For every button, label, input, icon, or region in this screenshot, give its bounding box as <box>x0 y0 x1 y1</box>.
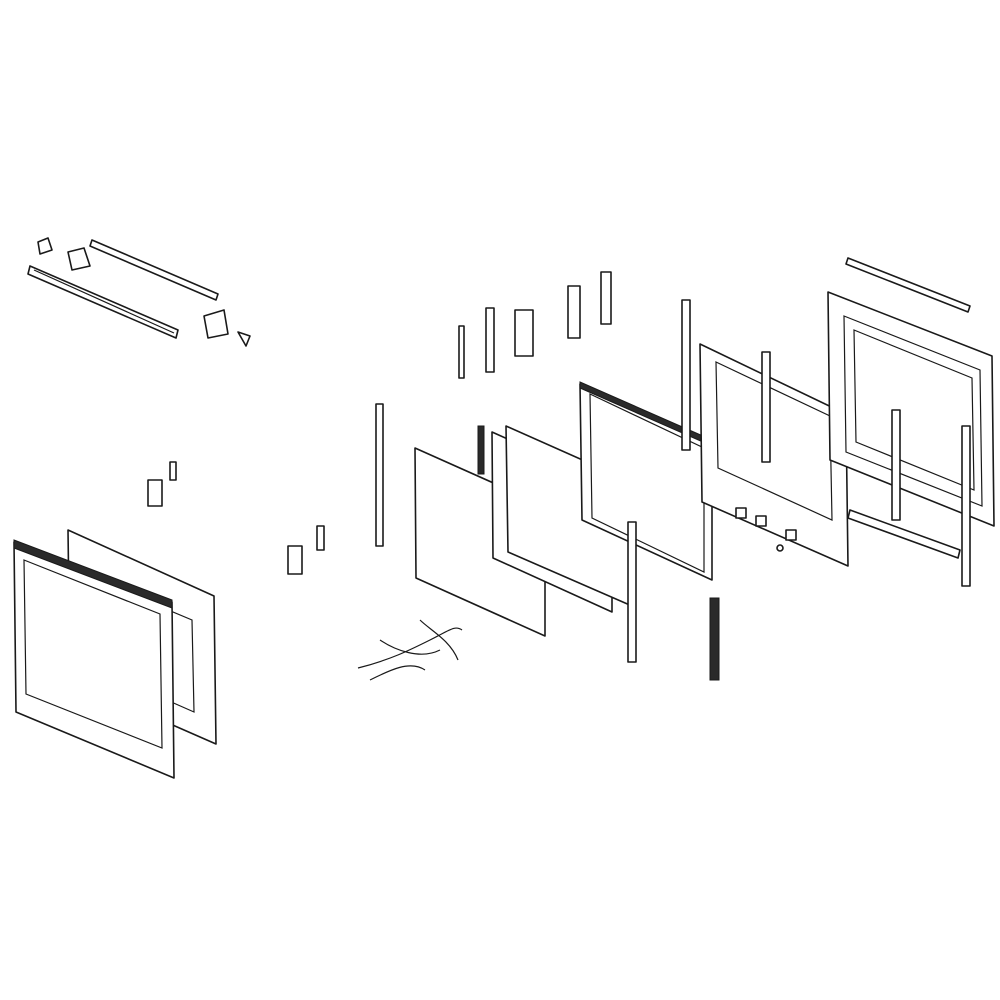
wire-harness <box>358 620 462 680</box>
bottom-latch-block-3 <box>786 530 796 540</box>
trim-strip-long-detail <box>34 270 174 333</box>
door-hinge <box>710 598 719 680</box>
small-bar-1 <box>459 326 464 378</box>
trim-rod <box>90 240 218 300</box>
top-vent-strip <box>846 258 970 312</box>
door-liner-window <box>854 330 974 490</box>
inner-door-group <box>682 300 848 566</box>
rear-liner-group <box>828 258 994 586</box>
liner-rail <box>892 410 900 520</box>
wire-harness-branch-2 <box>420 620 458 660</box>
end-cap-right <box>238 332 250 346</box>
vent-bracket <box>486 308 494 372</box>
middle-group <box>358 272 719 680</box>
clip-a <box>148 480 162 506</box>
vertical-rail-2 <box>762 352 770 462</box>
frame-top-rail <box>14 540 172 608</box>
side-channel-right <box>628 522 636 662</box>
clip-c <box>288 546 302 574</box>
door-liner <box>828 292 994 526</box>
vertical-rail-1 <box>682 300 690 450</box>
door-liner-inner <box>844 316 982 506</box>
channel-2 <box>601 272 611 324</box>
bottom-latch-block-2 <box>756 516 766 526</box>
side-channel-left <box>376 404 383 546</box>
outer-door-frame-inner <box>24 560 162 748</box>
hinge-bracket-right <box>204 310 228 338</box>
end-cap-left <box>38 238 52 254</box>
liner-side-channel <box>962 426 970 586</box>
bottom-bracket <box>848 510 960 558</box>
glass-bracket <box>478 426 484 474</box>
glass-retainer-inner <box>590 394 704 572</box>
outer-door-group <box>14 530 216 778</box>
wire-harness-main <box>358 628 462 668</box>
inner-door-window <box>716 362 832 520</box>
hinge-bracket-left <box>68 248 90 270</box>
channel-1 <box>568 286 580 338</box>
bottom-latch-block-1 <box>736 508 746 518</box>
wire-harness-branch-3 <box>370 666 425 680</box>
clip-d <box>317 526 324 550</box>
clip-b <box>170 462 176 480</box>
wire-harness-branch-1 <box>380 640 440 654</box>
top-trim-group <box>28 238 250 346</box>
spacer-block <box>515 310 533 356</box>
screw <box>777 545 783 551</box>
